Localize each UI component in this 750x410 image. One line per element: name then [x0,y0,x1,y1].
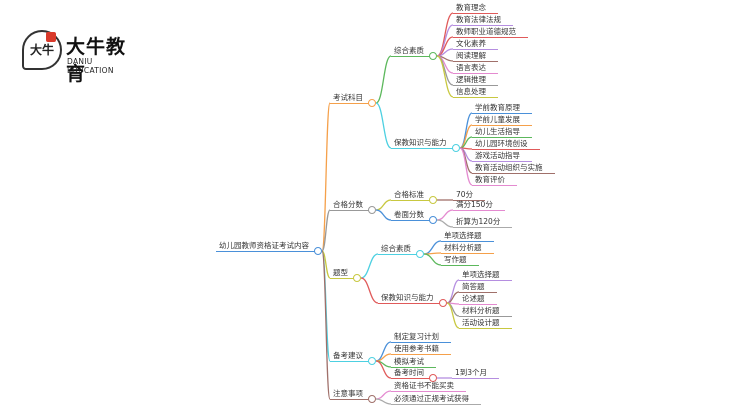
mindmap-edge [375,102,392,149]
mindmap-edge [360,277,379,304]
mindmap-branch[interactable]: 综合素质 [391,46,430,57]
mindmap-leaf[interactable]: 逻辑推理 [453,75,498,86]
mindmap-leaf[interactable]: 学前教育原理 [472,103,532,114]
mindmap-leaf[interactable]: 材料分析题 [459,306,512,317]
logo-name-en: DANIU EDUCATION [67,57,114,75]
logo-seal [46,32,56,42]
collapse-toggle-icon[interactable] [314,247,322,255]
mindmap-leaf[interactable]: 70分 [453,190,485,201]
mindmap-edge [436,219,454,228]
mindmap-leaf[interactable]: 使用参考书籍 [391,344,451,355]
mindmap-branch[interactable]: 题型 [330,268,354,279]
mindmap-leaf[interactable]: 学前儿童发展 [472,115,532,126]
collapse-toggle-icon[interactable] [439,299,447,307]
mindmap-edge [321,102,331,252]
mindmap-leaf[interactable]: 制定复习计划 [391,332,451,343]
mindmap-edge [375,398,392,405]
mindmap-edge [360,253,379,279]
mindmap-leaf[interactable]: 游戏活动指导 [472,151,532,162]
mindmap-leaf[interactable]: 幼儿生活指导 [472,127,532,138]
mindmap-leaf[interactable]: 折算为120分 [453,217,512,228]
mindmap-leaf[interactable]: 满分150分 [453,200,505,211]
logo: 大牛 大牛教育 DANIU EDUCATION [22,30,142,85]
collapse-toggle-icon[interactable] [416,250,424,258]
mindmap-leaf[interactable]: 单项选择题 [459,270,512,281]
mindmap-branch[interactable]: 备考建议 [330,351,369,362]
mindmap-branch[interactable]: 卷面分数 [391,210,430,221]
mindmap-edge [436,55,454,98]
mindmap-branch[interactable]: 保教知识与能力 [378,293,440,304]
mindmap-leaf[interactable]: 单项选择题 [441,231,494,242]
mindmap-leaf[interactable]: 模拟考试 [391,357,436,368]
mindmap-leaf[interactable]: 文化素养 [453,39,498,50]
mindmap-branch[interactable]: 合格标准 [391,190,430,201]
mindmap-leaf[interactable]: 信息处理 [453,87,498,98]
logo-name-cn: 大牛教育 [66,36,127,85]
mindmap-edge [423,253,442,266]
mindmap-leaf[interactable]: 教师职业道德规范 [453,27,528,38]
mindmap-edge [375,360,392,379]
mindmap-leaf[interactable]: 幼儿园环境创设 [472,139,540,150]
mindmap-edge [321,209,331,252]
mindmap-root[interactable]: 幼儿园教师资格证考试内容 [216,241,315,252]
mindmap-branch[interactable]: 合格分数 [330,200,369,211]
collapse-toggle-icon[interactable] [368,206,376,214]
mindmap-branch[interactable]: 保教知识与能力 [391,138,453,149]
mindmap-leaf[interactable]: 教育评价 [472,175,517,186]
mindmap-leaf[interactable]: 活动设计题 [459,318,512,329]
mindmap-edge [446,302,460,329]
mindmap-leaf[interactable]: 材料分析题 [441,243,494,254]
mindmap-edge [375,199,392,211]
collapse-toggle-icon[interactable] [429,216,437,224]
mindmap-edge [459,147,473,186]
mindmap-leaf[interactable]: 语言表达 [453,63,498,74]
collapse-toggle-icon[interactable] [429,52,437,60]
mindmap-edge [423,240,442,255]
mindmap-branch[interactable]: 综合素质 [378,244,417,255]
logo-mark: 大牛 [22,30,62,70]
mindmap-edge [375,55,392,104]
mindmap-branch[interactable]: 备考时间 [391,368,430,379]
mindmap-edge [446,279,460,304]
mindmap-leaf[interactable]: 1到3个月 [452,368,499,379]
mindmap-leaf[interactable]: 写作题 [441,255,479,266]
collapse-toggle-icon[interactable] [368,357,376,365]
mindmap-branch[interactable]: 考试科目 [330,93,369,104]
mindmap-leaf[interactable]: 必须通过正规考试获得 [391,394,481,405]
collapse-toggle-icon[interactable] [429,196,437,204]
mindmap-edge [436,24,454,57]
mindmap-leaf[interactable]: 简答题 [459,282,497,293]
mindmap-edge [321,250,331,400]
mindmap-edge [436,209,454,221]
mindmap-leaf[interactable]: 阅读理解 [453,51,498,62]
mindmap-leaf[interactable]: 资格证书不能买卖 [391,381,466,392]
collapse-toggle-icon[interactable] [452,144,460,152]
collapse-toggle-icon[interactable] [429,374,437,382]
collapse-toggle-icon[interactable] [353,274,361,282]
mindmap-leaf[interactable]: 教育法律法规 [453,15,513,26]
mindmap-branch[interactable]: 注意事项 [330,389,369,400]
mindmap-leaf[interactable]: 论述题 [459,294,497,305]
mindmap-edge [375,390,392,400]
mindmap-leaf[interactable]: 教育理念 [453,3,498,14]
collapse-toggle-icon[interactable] [368,395,376,403]
mindmap-leaf[interactable]: 教育活动组织与实施 [472,163,555,174]
collapse-toggle-icon[interactable] [368,99,376,107]
mindmap-edge [375,209,392,221]
